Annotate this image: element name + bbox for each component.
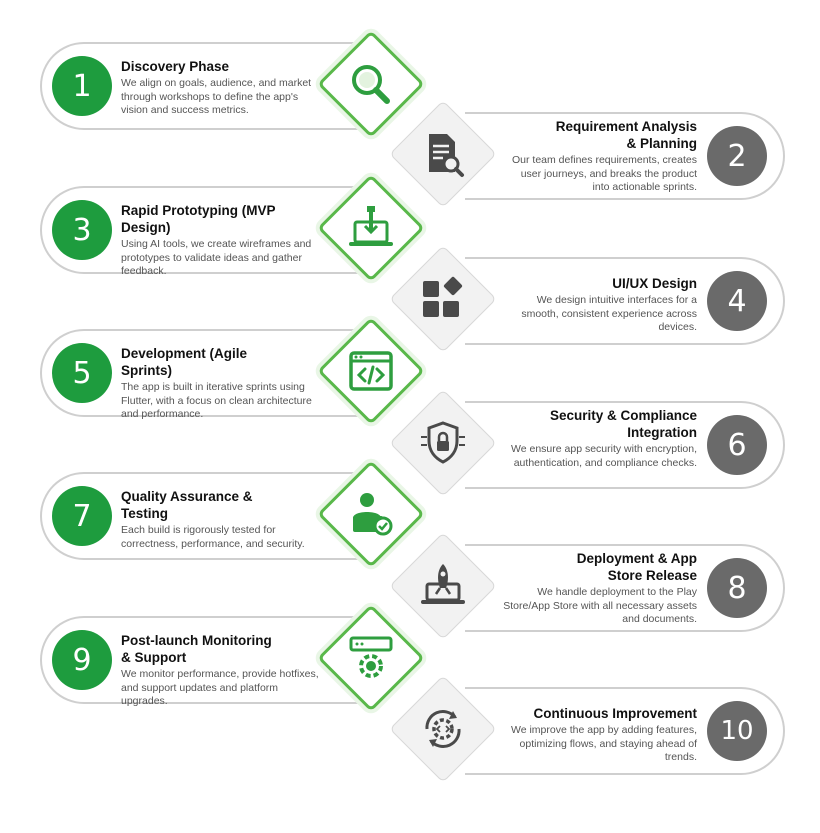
step-description: We align on goals, audience, and market … <box>121 77 312 116</box>
rocket-laptop-icon <box>415 558 471 614</box>
step-icon-tile <box>387 98 499 210</box>
step-title: Post-launch Monitoring & Support <box>121 633 272 665</box>
step-icon-tile <box>315 28 427 140</box>
step-title: Rapid Prototyping (MVP Design) <box>121 203 276 235</box>
step-description: The app is built in iterative sprints us… <box>121 381 312 420</box>
process-step: 1 Discovery Phase We align on goals, audie… <box>0 30 820 188</box>
process-step: 5 Development (Agile Sprints)The app is b… <box>0 317 820 475</box>
step-icon-tile <box>315 602 427 714</box>
magnifier-icon <box>343 56 399 112</box>
cycle-gear-icon <box>415 701 471 757</box>
step-number-badge: 9 <box>52 630 112 690</box>
step-title: Continuous Improvement <box>533 706 697 721</box>
process-step: 4 UI/UX Design We design intuitive interfa… <box>0 245 820 403</box>
step-title: Quality Assurance & Testing <box>121 489 253 521</box>
step-description: Our team defines requirements, creates u… <box>511 154 697 193</box>
process-step: 10 Continuous Improvement We improve the a… <box>0 675 820 833</box>
process-step: 3 Rapid Prototyping (MVP Design)Using AI … <box>0 174 820 332</box>
step-number-badge: 8 <box>707 558 767 618</box>
step-title: Requirement Analysis & Planning <box>555 119 697 151</box>
step-title: Development (Agile Sprints) <box>121 346 248 378</box>
tester-check-icon <box>343 486 399 542</box>
step-icon-tile <box>315 315 427 427</box>
step-number-badge: 4 <box>707 271 767 331</box>
step-icon-tile <box>315 458 427 570</box>
shield-lock-icon <box>415 415 471 471</box>
step-icon-tile <box>387 387 499 499</box>
step-description: We design intuitive interfaces for a smo… <box>521 294 697 333</box>
step-icon-tile <box>315 172 427 284</box>
step-number-badge: 7 <box>52 486 112 546</box>
step-description: Using AI tools, we create wireframes and… <box>121 238 312 277</box>
laptop-prototype-icon <box>343 200 399 256</box>
step-icon-tile <box>387 673 499 785</box>
step-title: Security & Compliance Integration <box>549 408 697 440</box>
step-number-badge: 10 <box>707 701 767 761</box>
process-step: 6 Security & Compliance Integration We ens… <box>0 389 820 547</box>
step-description: Each build is rigorously tested for corr… <box>121 524 305 550</box>
document-search-icon <box>415 126 471 182</box>
step-icon-tile <box>387 530 499 642</box>
step-number-badge: 1 <box>52 56 112 116</box>
step-number-badge: 2 <box>707 126 767 186</box>
step-icon-tile <box>387 243 499 355</box>
step-description: We monitor performance, provide hotfixes… <box>121 668 319 707</box>
step-description: We improve the app by adding features, o… <box>510 724 697 763</box>
step-title: Discovery Phase <box>121 59 230 74</box>
step-number-badge: 6 <box>707 415 767 475</box>
gear-window-icon <box>343 630 399 686</box>
step-card <box>40 472 360 560</box>
layout-blocks-icon <box>415 271 471 327</box>
step-description: We handle deployment to the Play Store/A… <box>503 586 697 625</box>
step-description: We ensure app security with encryption, … <box>511 443 697 469</box>
step-title: UI/UX Design <box>612 276 697 291</box>
step-number-badge: 5 <box>52 343 112 403</box>
step-title: Deployment & App Store Release <box>576 551 697 583</box>
code-window-icon <box>343 343 399 399</box>
step-number-badge: 3 <box>52 200 112 260</box>
